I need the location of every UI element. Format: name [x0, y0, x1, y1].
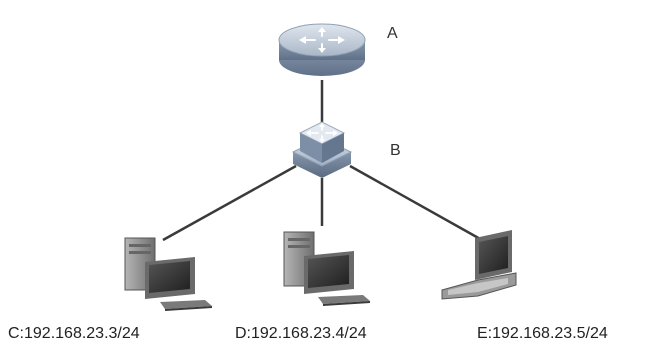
desktop-pc-icon [283, 231, 370, 306]
desktop-pc-icon [124, 237, 212, 311]
host-label-e: E:192.168.23.5/24 [477, 325, 608, 342]
link-b-c [162, 164, 297, 242]
links [162, 80, 483, 242]
host-label-d: D:192.168.23.4/24 [235, 325, 367, 342]
node-label-a: A [387, 25, 398, 42]
laptop-icon [441, 230, 517, 300]
host-label-c: C:192.168.23.3/24 [8, 325, 140, 342]
link-b-e [349, 164, 483, 242]
node-label-b: B [390, 142, 401, 159]
switch-icon [291, 121, 353, 178]
router-icon [278, 23, 366, 76]
